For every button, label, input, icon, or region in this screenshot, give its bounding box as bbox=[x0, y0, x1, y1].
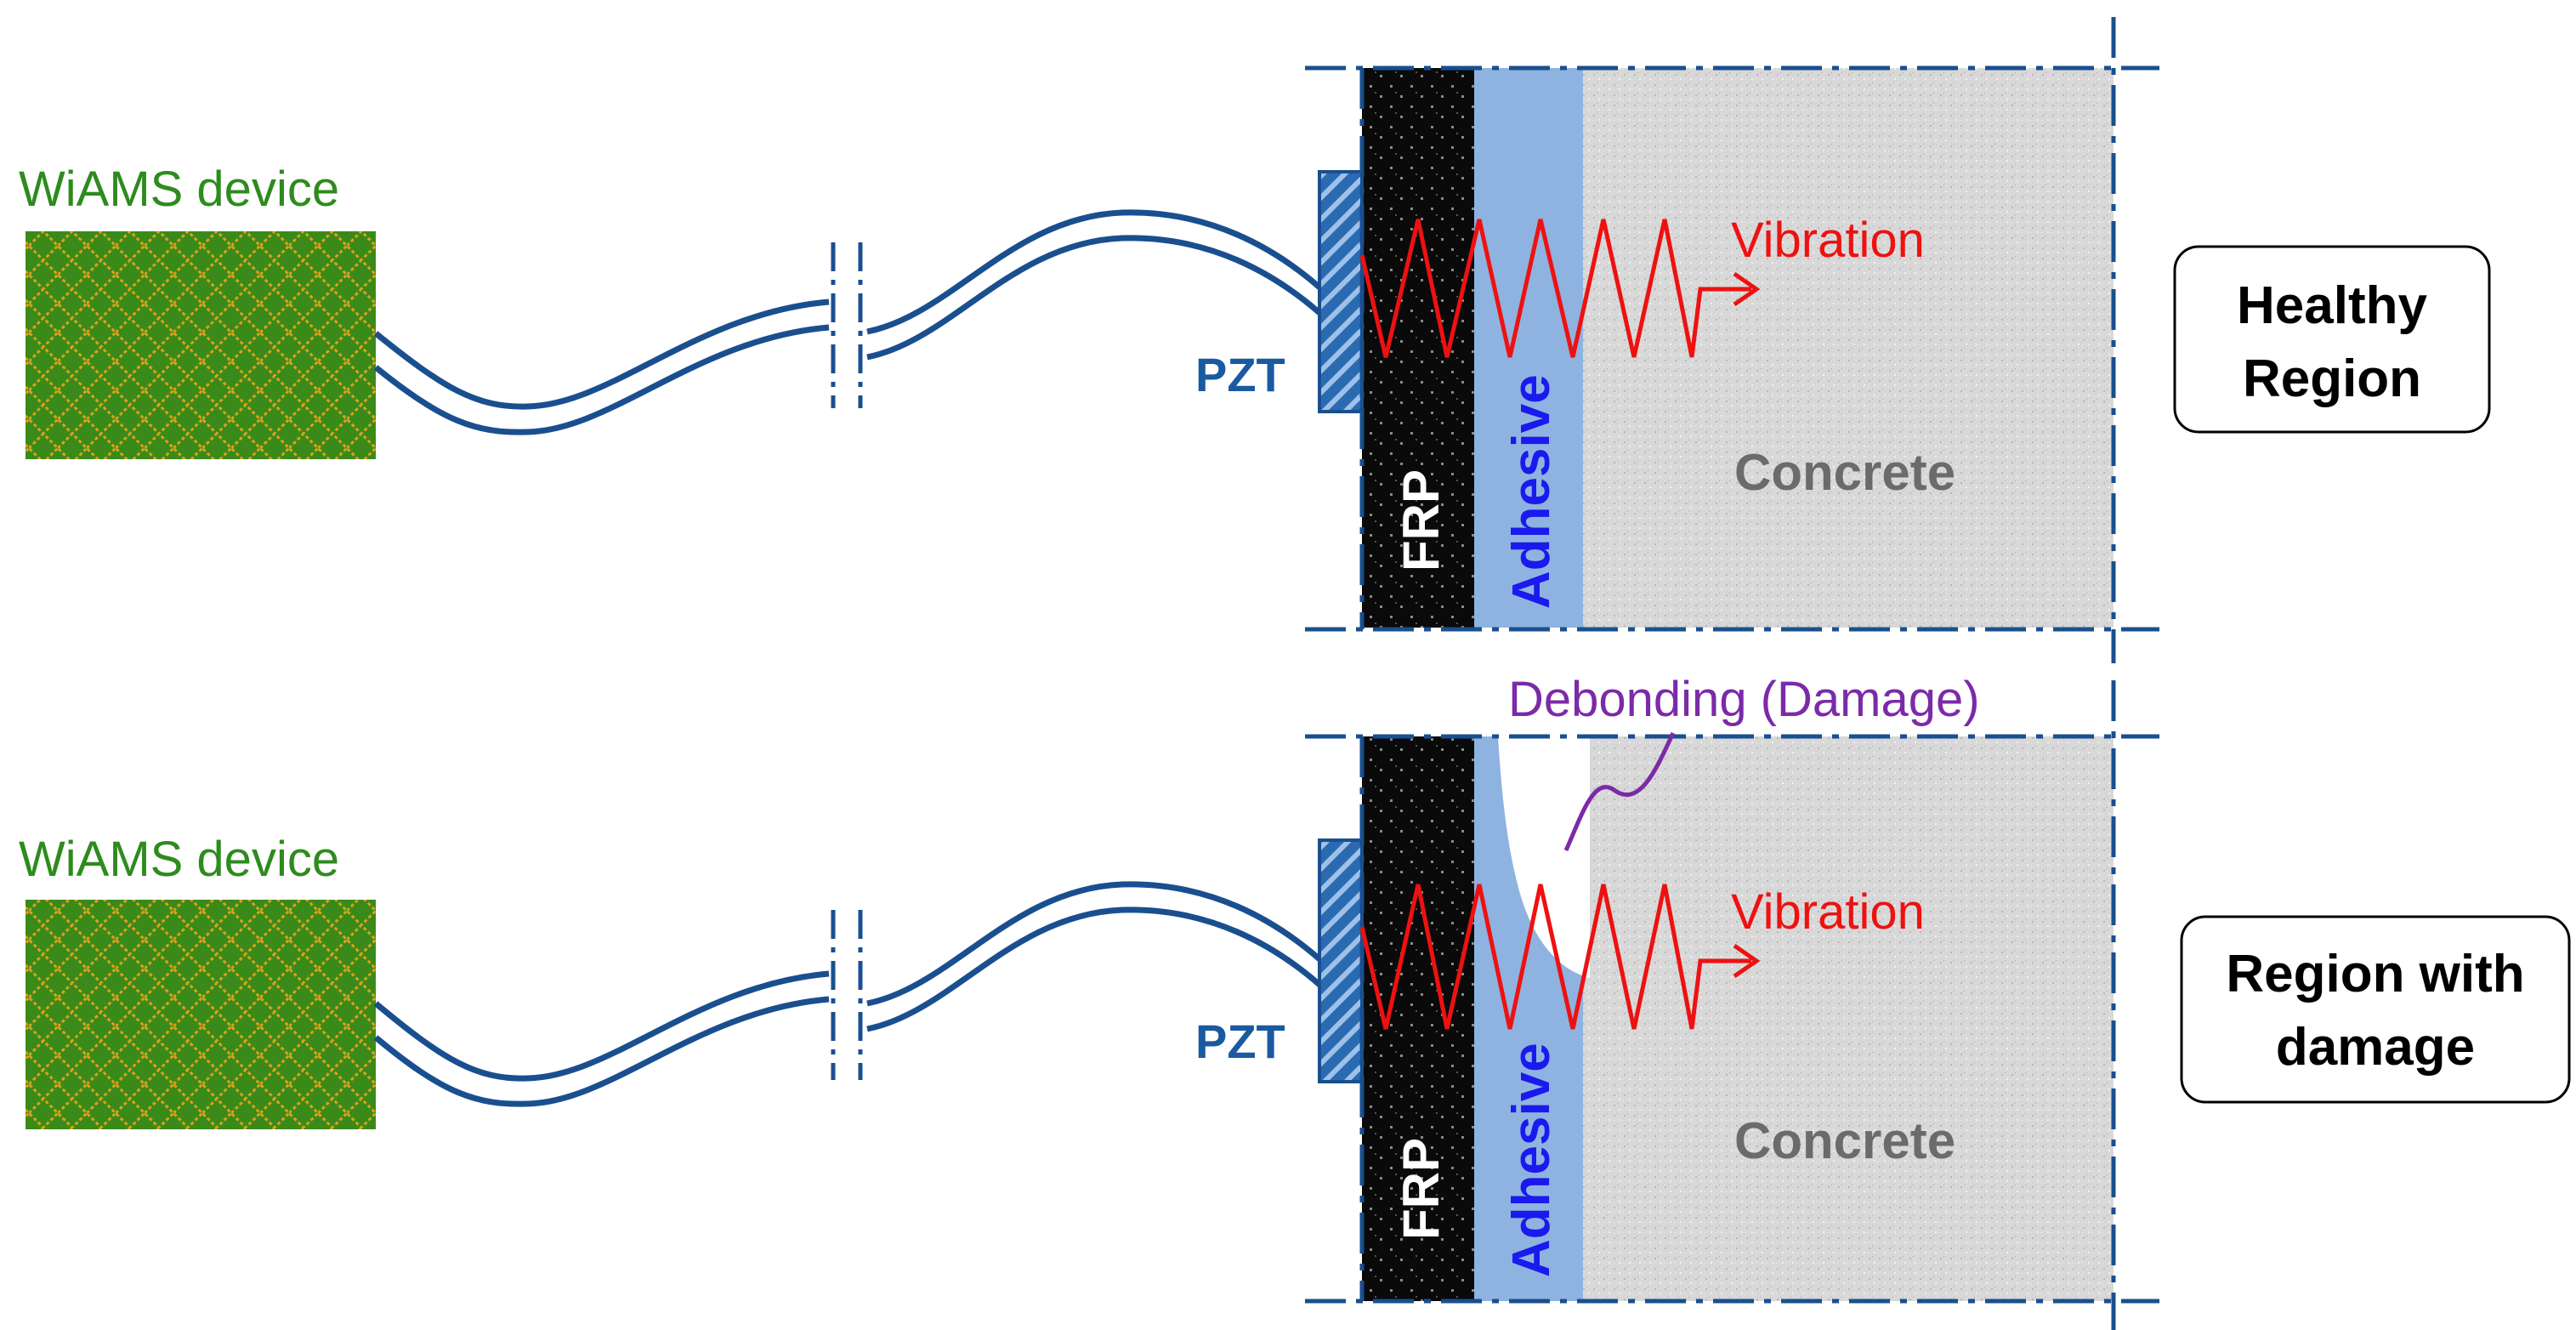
top-pzt-sensor bbox=[1318, 170, 1364, 413]
bottom-cable-break-lines bbox=[831, 910, 863, 1080]
top-region-line2: Region bbox=[2243, 350, 2421, 408]
bottom-region-line2: damage bbox=[2276, 1018, 2475, 1077]
bottom-region-box bbox=[2180, 915, 2571, 1104]
top-concrete bbox=[1581, 68, 2114, 628]
bottom-device-label: WiAMS device bbox=[19, 832, 339, 887]
bottom-damage-label: Debonding (Damage) bbox=[1508, 672, 1980, 727]
bottom-concrete-label: Concrete bbox=[1734, 1112, 1955, 1169]
top-frp-label: FRP bbox=[1393, 469, 1450, 571]
top-vibration-arrowhead bbox=[1733, 271, 1761, 307]
bottom-vibration-label: Vibration bbox=[1731, 884, 1925, 940]
top-vibration-label: Vibration bbox=[1731, 213, 1925, 268]
bottom-vibration-wave bbox=[1359, 884, 1751, 1030]
top-concrete-label: Concrete bbox=[1734, 444, 1955, 501]
top-cable bbox=[373, 209, 1329, 435]
bottom-boundary-lines bbox=[1305, 680, 2159, 1330]
top-wiams-device bbox=[26, 231, 376, 459]
top-vibration-wave bbox=[1359, 219, 1751, 358]
top-boundary-lines bbox=[1305, 17, 2159, 663]
top-pzt-label: PZT bbox=[1195, 348, 1285, 401]
bottom-layers bbox=[1362, 736, 2114, 1301]
top-region-box bbox=[2173, 245, 2491, 434]
bottom-panel: WiAMS device PZT Vibration bbox=[19, 672, 2571, 1330]
bottom-frp bbox=[1362, 736, 1474, 1301]
top-layers bbox=[1362, 68, 2114, 628]
top-adhesive bbox=[1472, 68, 1583, 628]
bottom-concrete bbox=[1581, 736, 2114, 1301]
bottom-region-line1: Region with bbox=[2226, 945, 2524, 1003]
top-cable-break-lines bbox=[831, 242, 863, 408]
bottom-debonding-gap bbox=[1498, 736, 1590, 978]
bottom-damage-pointer bbox=[1563, 731, 1676, 852]
top-region-line1: Healthy bbox=[2237, 276, 2427, 335]
top-device-label: WiAMS device bbox=[19, 162, 339, 217]
top-panel: WiAMS device PZT Vibration FRP bbox=[19, 17, 2491, 663]
bottom-pzt-label: PZT bbox=[1195, 1015, 1285, 1068]
bottom-adhesive-label: Adhesive bbox=[1502, 1043, 1561, 1277]
bottom-wiams-device bbox=[26, 900, 376, 1129]
top-frp bbox=[1362, 68, 1474, 628]
top-adhesive-label: Adhesive bbox=[1502, 374, 1561, 609]
bottom-cable bbox=[373, 881, 1329, 1107]
bottom-frp-label: FRP bbox=[1393, 1138, 1450, 1240]
bottom-pzt-sensor bbox=[1318, 838, 1364, 1083]
bottom-vibration-arrowhead bbox=[1733, 943, 1761, 979]
